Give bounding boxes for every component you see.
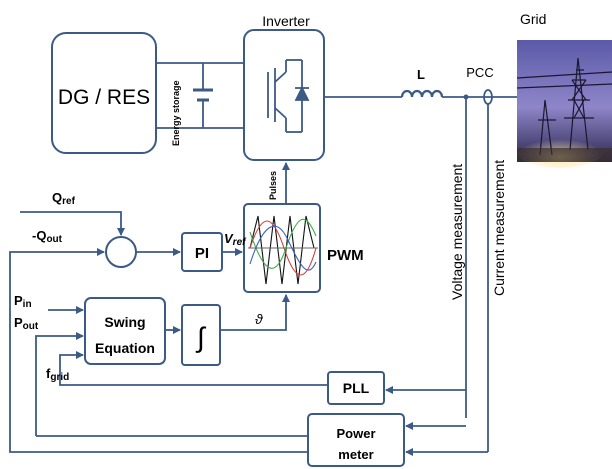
dc-link [156,62,244,129]
theta-label: ϑ [255,311,264,327]
q-out-feedback [9,251,308,453]
swing-label-line1: Swing [104,314,145,330]
summing-junction [105,236,137,268]
pcc-label: PCC [466,65,493,80]
v-ref-label: Vref [224,231,247,248]
power-meter-line1: Power [336,426,375,441]
swing-label-line2: Equation [95,340,155,356]
pi-label: PI [195,245,209,262]
p-out-arrow [35,332,84,436]
inverter-label: Inverter [262,13,310,29]
pll-label: PLL [343,380,370,396]
swing-equation-block[interactable] [84,297,166,365]
current-measurement-label: Current measurement [491,160,507,296]
grid-image [515,40,612,168]
q-ref-arrow [20,211,125,236]
inductor-label: L [417,67,425,82]
output-line [324,89,517,98]
energy-storage-label: Energy storage [171,80,181,146]
dg-res-block[interactable] [51,32,157,154]
igbt-symbol [267,59,310,133]
power-meter-line2: meter [338,447,373,462]
grid-label: Grid [520,11,546,27]
pll-block[interactable] [327,371,385,405]
f-grid-arrow [59,351,328,386]
q-out-label: -Qout [32,228,63,245]
q-ref-label: Qref [52,190,76,207]
dg-res-label: DG / RES [58,86,150,109]
pulses-label: Pulses [268,171,278,200]
pwm-waveform [248,215,318,285]
power-meter-block[interactable] [307,413,405,467]
integrator-symbol: ∫ [195,322,207,353]
inverter-block[interactable] [243,29,325,161]
voltage-measurement-label: Voltage measurement [449,164,465,300]
f-grid-label: fgrid [46,366,69,383]
integrator-block[interactable] [181,304,221,366]
p-out-label: Pout [14,315,39,332]
pwm-label: PWM [327,247,364,264]
p-in-label: Pin [14,293,32,310]
theta-arrow [220,294,290,331]
